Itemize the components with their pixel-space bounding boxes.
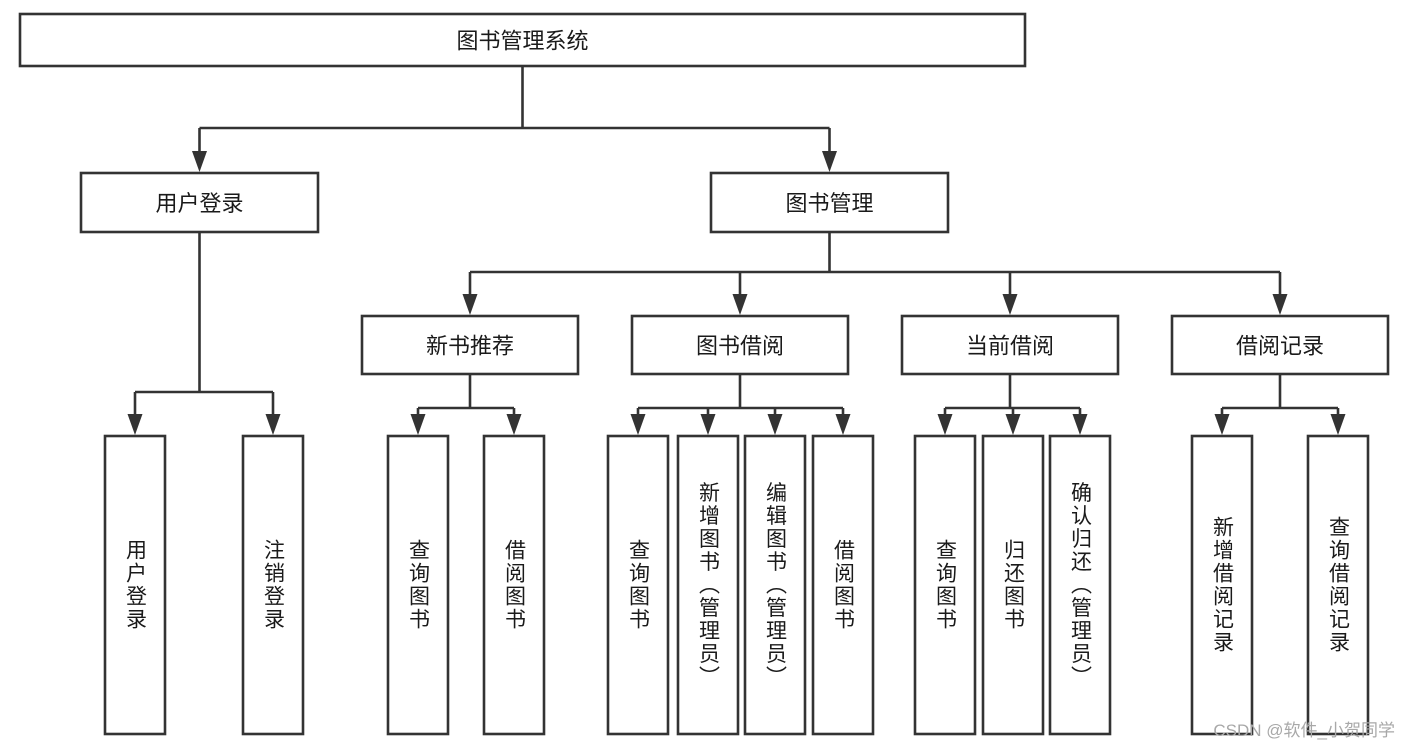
connector-arrowhead [1214,414,1230,435]
node-leaf-br-query[interactable]: 查询借阅记录 [1306,434,1370,736]
node-box[interactable] [1170,314,1390,376]
node-box[interactable] [811,434,875,736]
node-leaf-bb-borrow[interactable]: 借阅图书 [811,434,875,736]
node-label: 新书推荐 [426,334,514,359]
node-label: 图书借阅 [696,334,784,359]
node-box[interactable] [386,434,450,736]
node-box[interactable] [900,314,1120,376]
node-box[interactable] [482,434,546,736]
connector-arrowhead [1272,294,1288,315]
connector-group-book-manage [462,232,1288,315]
node-box[interactable] [630,314,850,376]
connector-group-borrow-record [1214,374,1346,435]
connector-arrowhead [1005,414,1021,435]
node-label: 查询图书 [407,539,431,631]
node-box[interactable] [18,12,1027,68]
node-label: 新增图书（管理员） [697,482,721,689]
node-box[interactable] [103,434,167,736]
node-label: 借阅图书 [503,539,527,631]
connector-arrowhead [506,414,522,435]
connector-arrowhead [265,414,281,435]
connector-arrowhead [767,414,783,435]
connector-arrowhead [192,151,207,172]
node-layer: 图书管理系统用户登录图书管理新书推荐图书借阅当前借阅借阅记录用户登录注销登录查询… [18,12,1390,736]
node-label: 查询借阅记录 [1327,516,1351,654]
node-label: 用户登录 [155,191,243,216]
connector-group-book-borrow [630,374,851,435]
node-label: 注销登录 [262,539,286,631]
node-label: 用户登录 [124,539,148,631]
node-leaf-cb-query[interactable]: 查询图书 [913,434,977,736]
node-box[interactable] [241,434,305,736]
node-leaf-cb-confirm[interactable]: 确认归还（管理员） [1048,434,1112,736]
connector-arrowhead [700,414,716,435]
node-label: 归还图书 [1002,539,1026,631]
node-root[interactable]: 图书管理系统 [18,12,1027,68]
connector-arrowhead [937,414,953,435]
node-leaf-bb-edit[interactable]: 编辑图书（管理员） [743,434,807,736]
node-leaf-user-login[interactable]: 用户登录 [103,434,167,736]
connector-group-current-borrow [937,374,1088,435]
node-label: 图书管理 [785,191,873,216]
node-borrow-record[interactable]: 借阅记录 [1170,314,1390,376]
node-leaf-br-add[interactable]: 新增借阅记录 [1190,434,1254,736]
connector-group-user-login [127,232,281,435]
node-box[interactable] [743,434,807,736]
connector-arrowhead [462,294,478,315]
node-label: 查询图书 [627,539,651,631]
node-leaf-cb-return[interactable]: 归还图书 [981,434,1045,736]
node-box[interactable] [676,434,740,736]
node-label: 图书管理系统 [456,29,588,54]
node-label: 当前借阅 [966,334,1054,359]
node-current-borrow[interactable]: 当前借阅 [900,314,1120,376]
node-box[interactable] [606,434,670,736]
connector-arrowhead [1330,414,1346,435]
connector-arrowhead [410,414,426,435]
node-user-login[interactable]: 用户登录 [79,171,320,234]
connector-arrowhead [835,414,851,435]
node-box[interactable] [913,434,977,736]
node-leaf-bb-query[interactable]: 查询图书 [606,434,670,736]
node-box[interactable] [981,434,1045,736]
node-label: 编辑图书（管理员） [764,482,788,689]
node-book-manage[interactable]: 图书管理 [709,171,950,234]
connector-arrowhead [822,151,837,172]
connector-arrowhead [732,294,748,315]
node-label: 查询图书 [934,539,958,631]
connector-layer [127,66,1346,435]
node-box[interactable] [79,171,320,234]
node-label: 借阅记录 [1236,334,1324,359]
connector-group-root [192,66,837,172]
node-box[interactable] [1190,434,1254,736]
connector-arrowhead [630,414,646,435]
node-box[interactable] [1306,434,1370,736]
node-new-book-rec[interactable]: 新书推荐 [360,314,580,376]
node-box[interactable] [1048,434,1112,736]
connector-arrowhead [1002,294,1018,315]
connector-arrowhead [1072,414,1088,435]
connector-arrowhead [127,414,143,435]
node-leaf-logout[interactable]: 注销登录 [241,434,305,736]
node-label: 借阅图书 [832,539,856,631]
connector-group-new-book-rec [410,374,522,435]
node-box[interactable] [360,314,580,376]
node-leaf-rec-borrow[interactable]: 借阅图书 [482,434,546,736]
node-label: 新增借阅记录 [1211,516,1235,654]
node-leaf-bb-add[interactable]: 新增图书（管理员） [676,434,740,736]
node-box[interactable] [709,171,950,234]
node-leaf-rec-query[interactable]: 查询图书 [386,434,450,736]
node-book-borrow[interactable]: 图书借阅 [630,314,850,376]
node-label: 确认归还（管理员） [1069,482,1093,689]
